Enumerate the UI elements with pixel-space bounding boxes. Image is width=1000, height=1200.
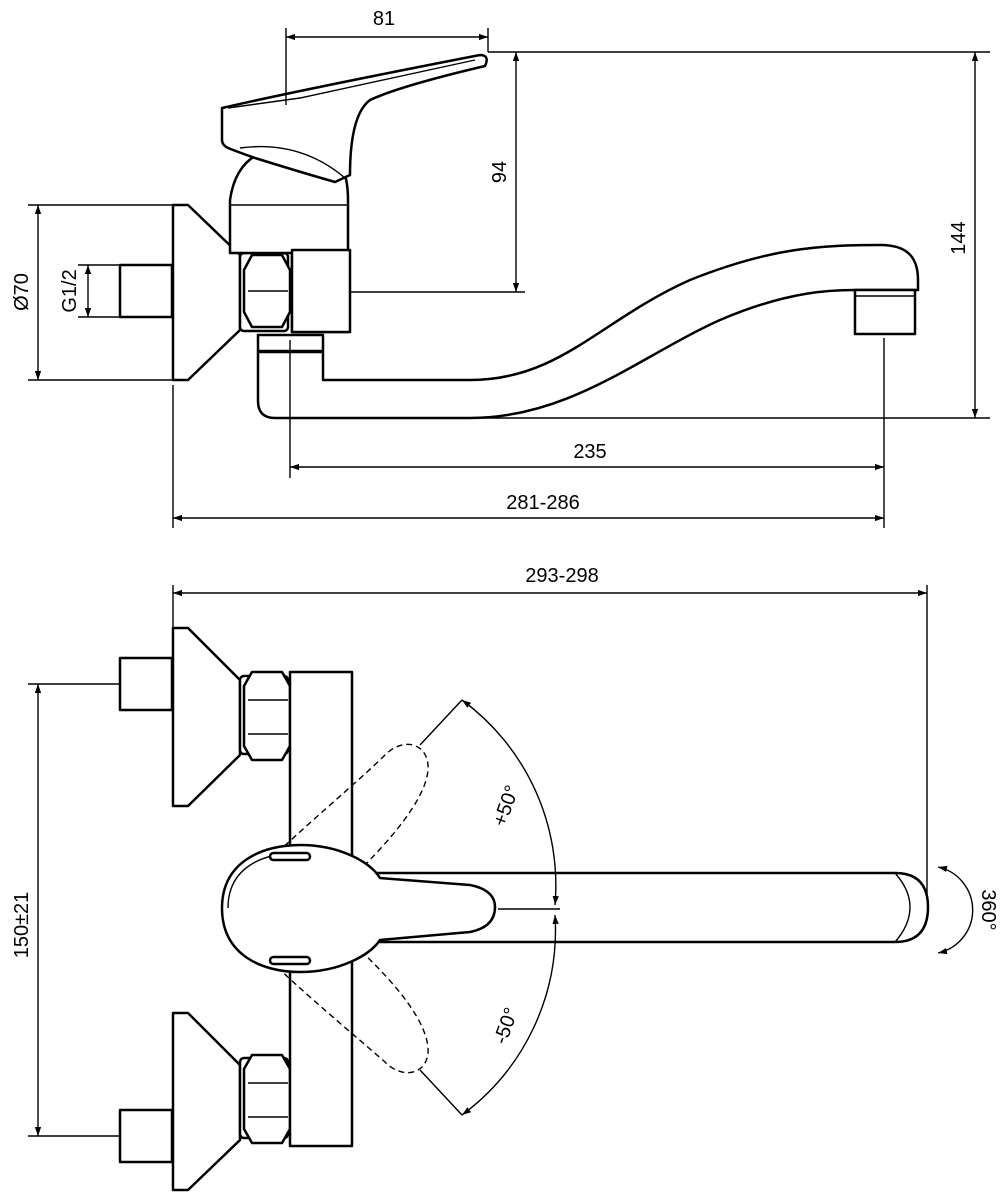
- angle-ext-down: [419, 1069, 463, 1116]
- dim-150-label: 150±21: [11, 892, 33, 959]
- rotation-arc: [937, 865, 974, 955]
- spout: [256, 243, 920, 420]
- dim-g12-label: G1/2: [59, 269, 81, 312]
- valve-cartridge-block: [290, 248, 352, 334]
- side-view: 81 94 144 Ø70 G1/2 235 281-286: [11, 8, 990, 528]
- dim-235-label: 235: [573, 441, 606, 463]
- rotation-label: 360°: [977, 889, 999, 930]
- lever-slot-top: [268, 851, 312, 862]
- lower-wall-flange: [171, 1011, 242, 1192]
- dim-81-label: 81: [373, 8, 395, 30]
- angle-arc-up: [461, 699, 559, 906]
- lever-handle: [220, 53, 488, 184]
- angle-down-label: -50°: [490, 1005, 523, 1047]
- angle-ext-up: [419, 699, 463, 746]
- aerator: [853, 288, 917, 336]
- dim-70-label: Ø70: [11, 273, 33, 311]
- upper-hex-nut: [242, 670, 292, 762]
- lever-contour: [239, 145, 346, 179]
- lever-slot-bottom: [268, 955, 312, 966]
- upper-inlet-thread-stub: [118, 656, 174, 712]
- spout-top-end: [894, 872, 911, 943]
- top-view: 293-298 150±21: [11, 565, 999, 1192]
- dim-293-label: 293-298: [525, 565, 598, 587]
- upper-wall-flange: [171, 626, 242, 808]
- lever-ghost-down: [269, 949, 429, 1074]
- lower-hex-nut: [242, 1053, 292, 1145]
- dim-281-label: 281-286: [506, 492, 579, 514]
- angle-up-label: +50°: [489, 782, 524, 829]
- lever-ghost-up: [269, 743, 429, 871]
- dim-94-label: 94: [489, 161, 511, 183]
- lever-base: [220, 843, 497, 974]
- lever-top-edge: [227, 59, 476, 109]
- dim-144-label: 144: [948, 221, 970, 254]
- angle-arc-down: [461, 914, 559, 1116]
- inlet-thread-stub: [118, 263, 174, 319]
- lower-inlet-thread-stub: [118, 1108, 174, 1164]
